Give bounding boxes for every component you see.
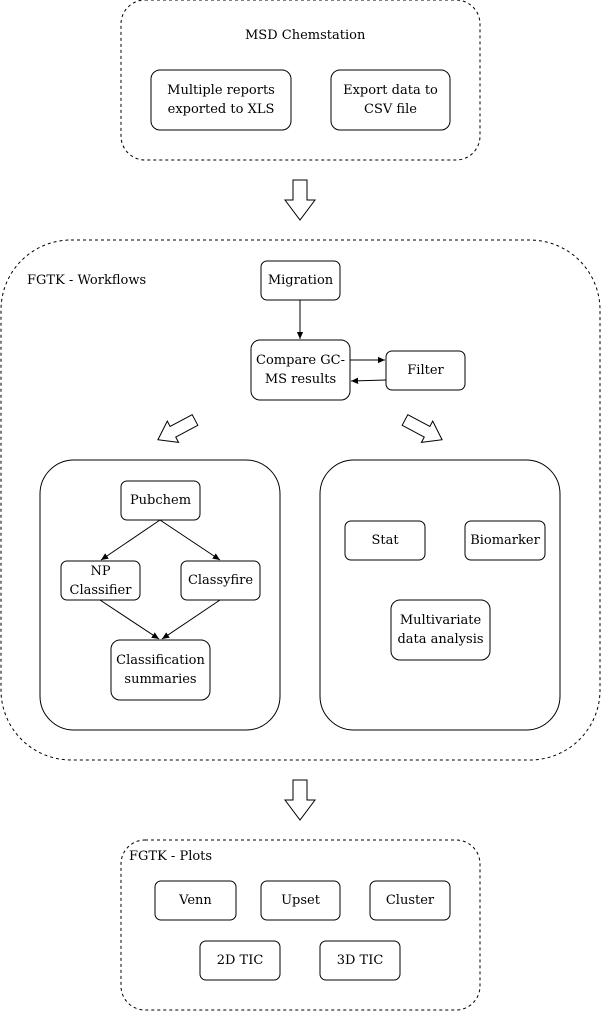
arrow-filter-to-compare: [350, 377, 387, 384]
export-csv-box: [330, 69, 451, 131]
workflows-group: [0, 239, 601, 761]
msd-chemstation-group: [120, 0, 481, 161]
migration-label: Migration: [267, 273, 334, 288]
tic2d-label: 2D TIC: [216, 953, 264, 968]
classification-summaries-box: [110, 639, 211, 701]
block-arrow-msd-to-workflows: [284, 179, 316, 221]
compare-box: [250, 339, 351, 401]
classyfire-label: Classyfire: [187, 573, 254, 588]
arrow-np-classifier-to-summaries: [99, 599, 160, 640]
compare-label: Compare GC-MS results: [256, 353, 345, 387]
msd-chemstation-title: MSD Chemstation: [245, 28, 366, 43]
venn-label: Venn: [179, 893, 212, 908]
arrow-classyfire-to-summaries: [161, 599, 221, 640]
upset-box: [260, 880, 341, 921]
filter-box: [385, 350, 466, 391]
block-arrow-compare-to-analysis: [401, 414, 443, 443]
upset-label: Upset: [281, 893, 320, 908]
classyfire-box: [180, 560, 261, 601]
stat-box: [344, 520, 426, 561]
classification-summaries-label: Classification summaries: [116, 653, 205, 687]
tic3d-label: 3D TIC: [336, 953, 384, 968]
np-classifier-label: NP Classifier: [69, 563, 132, 598]
multivariate-label: Multivariate data analysis: [397, 613, 484, 647]
analysis-panel: [319, 459, 561, 731]
biomarker-box: [464, 520, 546, 561]
tic2d-box: [199, 940, 281, 981]
workflows-title: FGTK - Workflows: [27, 273, 147, 288]
plots-group: [120, 839, 481, 1011]
multivariate-box: [390, 599, 491, 661]
biomarker-label: Biomarker: [470, 533, 540, 548]
venn-box: [154, 880, 237, 921]
cluster-label: Cluster: [385, 893, 435, 908]
block-arrow-compare-to-classification: [157, 414, 199, 443]
plots-title: FGTK - Plots: [129, 849, 213, 864]
filter-label: Filter: [407, 363, 444, 378]
tic3d-box: [319, 940, 401, 981]
multiple-reports-box: [150, 69, 292, 131]
export-csv-label: Export data to CSV file: [343, 83, 438, 117]
block-arrow-workflows-to-plots: [284, 779, 316, 821]
cluster-box: [369, 880, 451, 921]
arrow-pubchem-to-np-classifier: [100, 519, 161, 561]
multiple-reports-label: Multiple reports exported to XLS: [167, 83, 275, 117]
stat-label: Stat: [371, 533, 399, 548]
arrow-pubchem-to-classyfire: [159, 519, 221, 561]
pubchem-label: Pubchem: [129, 493, 192, 508]
classification-panel: [39, 459, 281, 731]
